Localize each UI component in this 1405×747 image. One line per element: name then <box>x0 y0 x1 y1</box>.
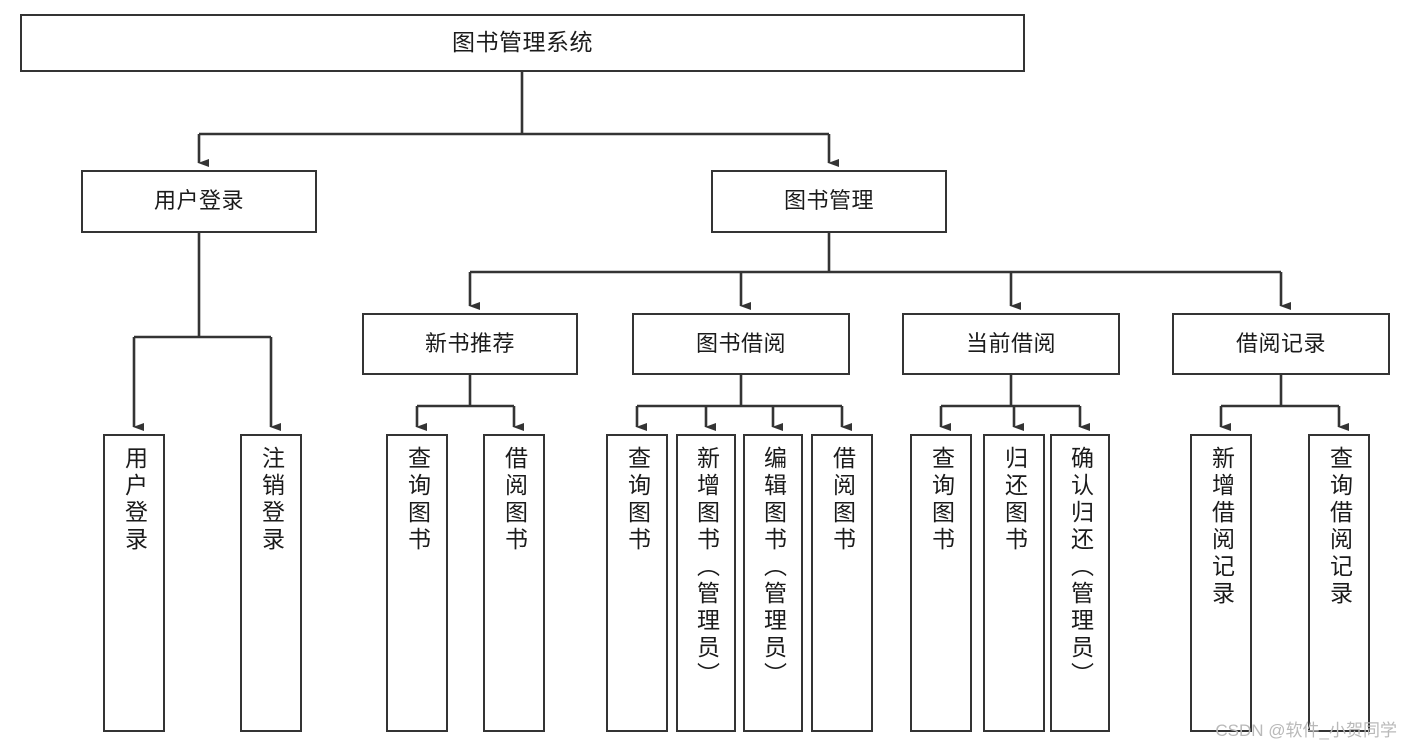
node-user-login-label: 用户登录 <box>153 188 244 214</box>
node-leaf-edit-book-label: 编辑图书（管理员） <box>760 446 787 689</box>
node-current-borrow-label: 当前借阅 <box>965 330 1056 356</box>
node-leaf-add-book[interactable]: 新增图书（管理员） <box>676 434 736 732</box>
node-borrow-record[interactable]: 借阅记录 <box>1172 313 1390 375</box>
node-leaf-user-login-label: 用户登录 <box>121 446 148 554</box>
node-book-manage[interactable]: 图书管理 <box>711 170 947 233</box>
node-new-book-recommend[interactable]: 新书推荐 <box>362 313 578 375</box>
node-leaf-query-record[interactable]: 查询借阅记录 <box>1308 434 1370 732</box>
node-leaf-borrow-book-2[interactable]: 借阅图书 <box>811 434 873 732</box>
node-leaf-confirm-return-label: 确认归还（管理员） <box>1067 446 1094 689</box>
node-leaf-query-book-1-label: 查询图书 <box>404 446 431 554</box>
node-leaf-borrow-book-1-label: 借阅图书 <box>501 446 528 554</box>
node-leaf-borrow-book-2-label: 借阅图书 <box>829 446 856 554</box>
node-leaf-add-record[interactable]: 新增借阅记录 <box>1190 434 1252 732</box>
node-book-borrow-label: 图书借阅 <box>695 330 786 356</box>
node-leaf-add-record-label: 新增借阅记录 <box>1208 446 1235 608</box>
node-leaf-query-book-3-label: 查询图书 <box>928 446 955 554</box>
node-leaf-query-book-1[interactable]: 查询图书 <box>386 434 448 732</box>
node-leaf-return-book-label: 归还图书 <box>1001 446 1028 554</box>
csdn-watermark: CSDN @软件_小贺同学 <box>1215 721 1397 740</box>
node-leaf-query-book-3[interactable]: 查询图书 <box>910 434 972 732</box>
node-leaf-confirm-return[interactable]: 确认归还（管理员） <box>1050 434 1110 732</box>
node-leaf-return-book[interactable]: 归还图书 <box>983 434 1045 732</box>
node-leaf-user-login[interactable]: 用户登录 <box>103 434 165 732</box>
node-book-manage-label: 图书管理 <box>783 188 874 214</box>
node-borrow-record-label: 借阅记录 <box>1235 330 1326 356</box>
node-leaf-query-book-2-label: 查询图书 <box>624 446 651 554</box>
node-user-login[interactable]: 用户登录 <box>81 170 317 233</box>
node-leaf-add-book-label: 新增图书（管理员） <box>693 446 720 689</box>
node-leaf-logout[interactable]: 注销登录 <box>240 434 302 732</box>
node-root[interactable]: 图书管理系统 <box>20 14 1025 72</box>
node-current-borrow[interactable]: 当前借阅 <box>902 313 1120 375</box>
node-leaf-query-book-2[interactable]: 查询图书 <box>606 434 668 732</box>
node-leaf-borrow-book-1[interactable]: 借阅图书 <box>483 434 545 732</box>
node-book-borrow[interactable]: 图书借阅 <box>632 313 850 375</box>
node-leaf-query-record-label: 查询借阅记录 <box>1326 446 1353 608</box>
node-root-label: 图书管理系统 <box>452 29 593 56</box>
node-leaf-edit-book[interactable]: 编辑图书（管理员） <box>743 434 803 732</box>
node-new-book-recommend-label: 新书推荐 <box>424 330 515 356</box>
node-leaf-logout-label: 注销登录 <box>258 446 285 554</box>
